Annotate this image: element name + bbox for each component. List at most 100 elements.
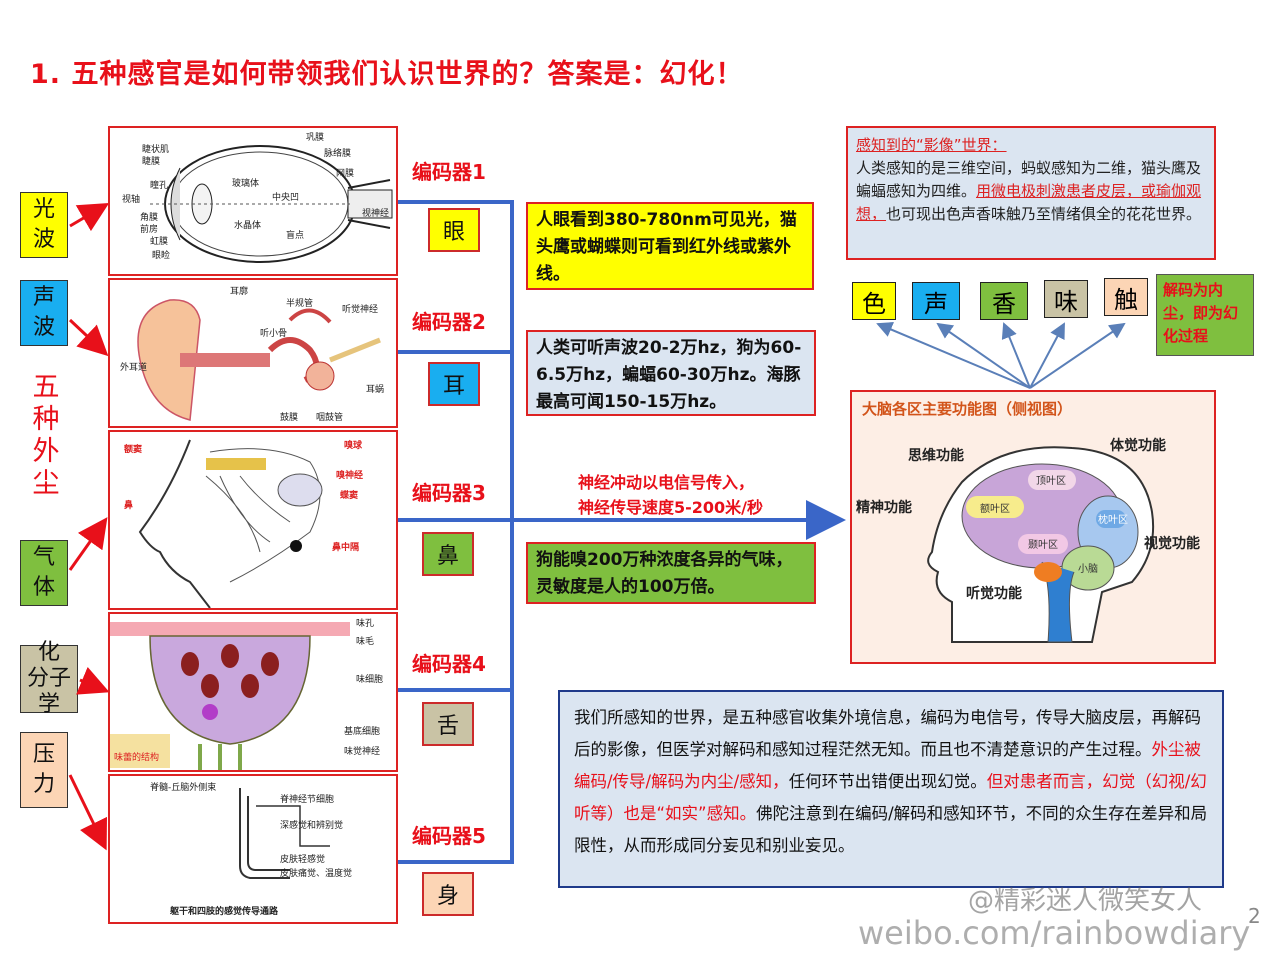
five-dusts-label: 五 种 外 尘 — [32, 372, 60, 499]
svg-text:脊神经节细胞: 脊神经节细胞 — [280, 793, 334, 805]
tongue-diagram: 味孔 味毛 味细胞 基底细胞 味觉神经 味蕾的结构 — [110, 617, 383, 770]
nose-diagram-panel: 额窦 嗅球 嗅神经 蝶窦 鼻 鼻中隔 — [108, 430, 398, 610]
image-world-line-2: 也可现出色声香味触乃至情绪俱全的花花世界。 — [886, 205, 1202, 223]
sense-smell: 香 — [980, 282, 1028, 320]
decode-note: 解码为内尘，即为幻化过程 — [1156, 274, 1254, 356]
svg-text:味蕾的结构: 味蕾的结构 — [114, 751, 159, 763]
sense-sound: 声 — [912, 282, 960, 320]
watermark-url: weibo.com/rainbowdiary — [858, 914, 1251, 952]
svg-text:盲点: 盲点 — [286, 229, 304, 241]
svg-text:听觉神经: 听觉神经 — [342, 303, 378, 315]
body-diagram-panel: 脊髓-丘脑外侧束 脊神经节细胞 深感觉和辨别觉 皮肤轻感觉 皮肤痛觉、温度觉 躯… — [108, 774, 398, 924]
svg-text:体觉功能: 体觉功能 — [1110, 437, 1166, 454]
svg-text:视轴: 视轴 — [122, 193, 140, 205]
svg-text:中央凹: 中央凹 — [272, 191, 299, 203]
svg-text:蝶窦: 蝶窦 — [340, 489, 358, 501]
sense-color: 色 — [852, 282, 896, 320]
svg-text:躯干和四肢的感觉传导通路: 躯干和四肢的感觉传导通路 — [169, 905, 279, 917]
stimulus-light-wave: 光 波 — [20, 192, 68, 258]
eye-diagram: 巩膜 睫状肌 脉络膜 睫膜 网膜 瞳孔 玻璃体 视轴 中央凹 角膜 前房 水晶体… — [122, 132, 393, 263]
svg-text:听觉功能: 听觉功能 — [966, 585, 1022, 602]
svg-text:嗅球: 嗅球 — [344, 439, 363, 451]
page-number: 2 — [1248, 904, 1261, 928]
encoder-5-label: 编码器5 — [412, 824, 486, 848]
nose-diagram: 额窦 嗅球 嗅神经 蝶窦 鼻 鼻中隔 — [124, 439, 363, 609]
svg-text:味孔: 味孔 — [356, 617, 374, 629]
svg-text:鼓膜: 鼓膜 — [280, 411, 298, 423]
nerve-text-line-2: 神经传导速度5-200米/秒 — [578, 498, 764, 517]
svg-text:耳廓: 耳廓 — [230, 285, 248, 297]
svg-text:咽鼓管: 咽鼓管 — [316, 411, 343, 423]
encoder-bus — [398, 200, 846, 864]
summary-part-3: 佛陀注意到在编码/解码和感知环节，不同的众生存在差异和局限性，从而形成同分妄见和… — [574, 804, 1208, 855]
organ-ear: 耳 — [428, 362, 480, 406]
encoder-3-label: 编码器3 — [412, 481, 486, 505]
svg-text:顶叶区: 顶叶区 — [1036, 475, 1066, 487]
encoder-4-label: 编码器4 — [412, 652, 486, 676]
image-world-line-1: 人类感知的是三维空间，蚂蚁感知为二维，猫头鹰及蝙蝠感知为四维。 — [856, 159, 1202, 200]
svg-text:前房: 前房 — [140, 223, 158, 235]
svg-text:皮肤痛觉、温度觉: 皮肤痛觉、温度觉 — [280, 867, 352, 879]
svg-text:巩膜: 巩膜 — [306, 132, 324, 143]
svg-text:听小骨: 听小骨 — [260, 328, 287, 339]
svg-text:水晶体: 水晶体 — [234, 219, 261, 231]
svg-text:味细胞: 味细胞 — [356, 673, 383, 685]
svg-text:鼻中隔: 鼻中隔 — [332, 541, 359, 553]
svg-text:深感觉和辨别觉: 深感觉和辨别觉 — [280, 819, 343, 831]
organ-eye: 眼 — [428, 208, 480, 252]
encoder-1-label: 编码器1 — [412, 160, 486, 184]
stimulus-chemical-molecules: 化 分子学 — [20, 640, 78, 717]
svg-text:基底细胞: 基底细胞 — [344, 725, 380, 737]
svg-text:鼻: 鼻 — [124, 499, 133, 511]
svg-text:额窦: 额窦 — [124, 443, 142, 455]
svg-text:皮肤轻感觉: 皮肤轻感觉 — [280, 853, 325, 865]
ear-diagram-panel: 耳廓 半规管 听觉神经 听小骨 外耳道 耳蜗 鼓膜 咽鼓管 — [108, 278, 398, 428]
svg-text:玻璃体: 玻璃体 — [232, 177, 259, 189]
summary-part-2: 任何环节出错便出现幻觉。 — [788, 772, 987, 791]
svg-text:网膜: 网膜 — [336, 168, 354, 179]
tongue-diagram-panel: 味孔 味毛 味细胞 基底细胞 味觉神经 味蕾的结构 — [108, 612, 398, 772]
svg-text:枕叶区: 枕叶区 — [1098, 513, 1128, 526]
summary-red-1: 外尘被编码/传导/解码为内尘/感知， — [574, 740, 1201, 791]
organ-tongue: 舌 — [422, 702, 474, 746]
summary-part-1: 我们所感知的世界，是五种感官收集外境信息，编码为电信号，传导大脑皮层，再解码后的… — [574, 708, 1201, 759]
brain-diagram: 思维功能 体觉功能 精神功能 视觉功能 听觉功能 额叶区 顶叶区 枕叶区 颞叶区… — [856, 437, 1200, 643]
stimulus-pressure: 压 力 — [20, 732, 68, 808]
brain-title: 大脑各区主要功能图（侧视图） — [862, 400, 1073, 418]
organ-body: 身 — [422, 872, 474, 916]
svg-text:睫状肌: 睫状肌 — [142, 143, 169, 155]
image-world-title: 感知到的“影像”世界： — [856, 136, 1007, 154]
svg-text:颞叶区: 颞叶区 — [1028, 539, 1058, 551]
stimulus-sound-wave: 声 波 — [20, 280, 68, 346]
svg-text:视觉功能: 视觉功能 — [1144, 535, 1200, 552]
ear-info-box: 人类可听声波20-2万hz，狗为60-6.5万hz，蝙蝠60-30万hz。海豚最… — [526, 330, 816, 416]
svg-text:半规管: 半规管 — [286, 297, 313, 309]
svg-text:外耳道: 外耳道 — [120, 361, 147, 373]
svg-text:瞳孔: 瞳孔 — [150, 179, 168, 191]
svg-text:额叶区: 额叶区 — [980, 502, 1010, 515]
svg-text:耳蜗: 耳蜗 — [366, 384, 384, 395]
svg-text:眼睑: 眼睑 — [152, 249, 170, 261]
svg-text:脊髓-丘脑外侧束: 脊髓-丘脑外侧束 — [150, 781, 216, 793]
nerve-impulse-text: 神经冲动以电信号传入， 神经传导速度5-200米/秒 — [578, 470, 763, 520]
body-diagram: 脊髓-丘脑外侧束 脊神经节细胞 深感觉和辨别觉 皮肤轻感觉 皮肤痛觉、温度觉 躯… — [150, 781, 352, 917]
sense-touch: 触 — [1104, 278, 1148, 316]
image-world-box: 感知到的“影像”世界： 人类感知的是三维空间，蚂蚁感知为二维，猫头鹰及蝙蝠感知为… — [846, 126, 1216, 260]
eye-info-box: 人眼看到380-780nm可见光，猫头鹰或蝴蝶则可看到红外线或紫外线。 — [526, 202, 814, 290]
svg-text:角膜: 角膜 — [140, 211, 158, 223]
svg-text:味毛: 味毛 — [356, 635, 374, 647]
image-world-red-text: 用微电极刺激患者皮层，或瑜伽观想， — [856, 182, 1202, 223]
sense-arrows — [876, 322, 1126, 389]
ear-diagram: 耳廓 半规管 听觉神经 听小骨 外耳道 耳蜗 鼓膜 咽鼓管 — [120, 285, 384, 423]
svg-text:睫膜: 睫膜 — [142, 155, 160, 167]
watermark-handle: @精彩迷人微笑女人 — [968, 886, 1203, 916]
organ-nose: 鼻 — [422, 532, 474, 576]
svg-text:小脑: 小脑 — [1078, 562, 1098, 575]
stimulus-gas: 气 体 — [20, 540, 68, 606]
svg-text:虹膜: 虹膜 — [150, 236, 168, 247]
summary-box: 我们所感知的世界，是五种感官收集外境信息，编码为电信号，传导大脑皮层，再解码后的… — [558, 690, 1224, 888]
nose-info-box: 狗能嗅200万种浓度各异的气味，灵敏度是人的100万倍。 — [526, 542, 816, 604]
svg-text:脉络膜: 脉络膜 — [324, 147, 351, 159]
nerve-text-line-1: 神经冲动以电信号传入， — [578, 473, 755, 492]
